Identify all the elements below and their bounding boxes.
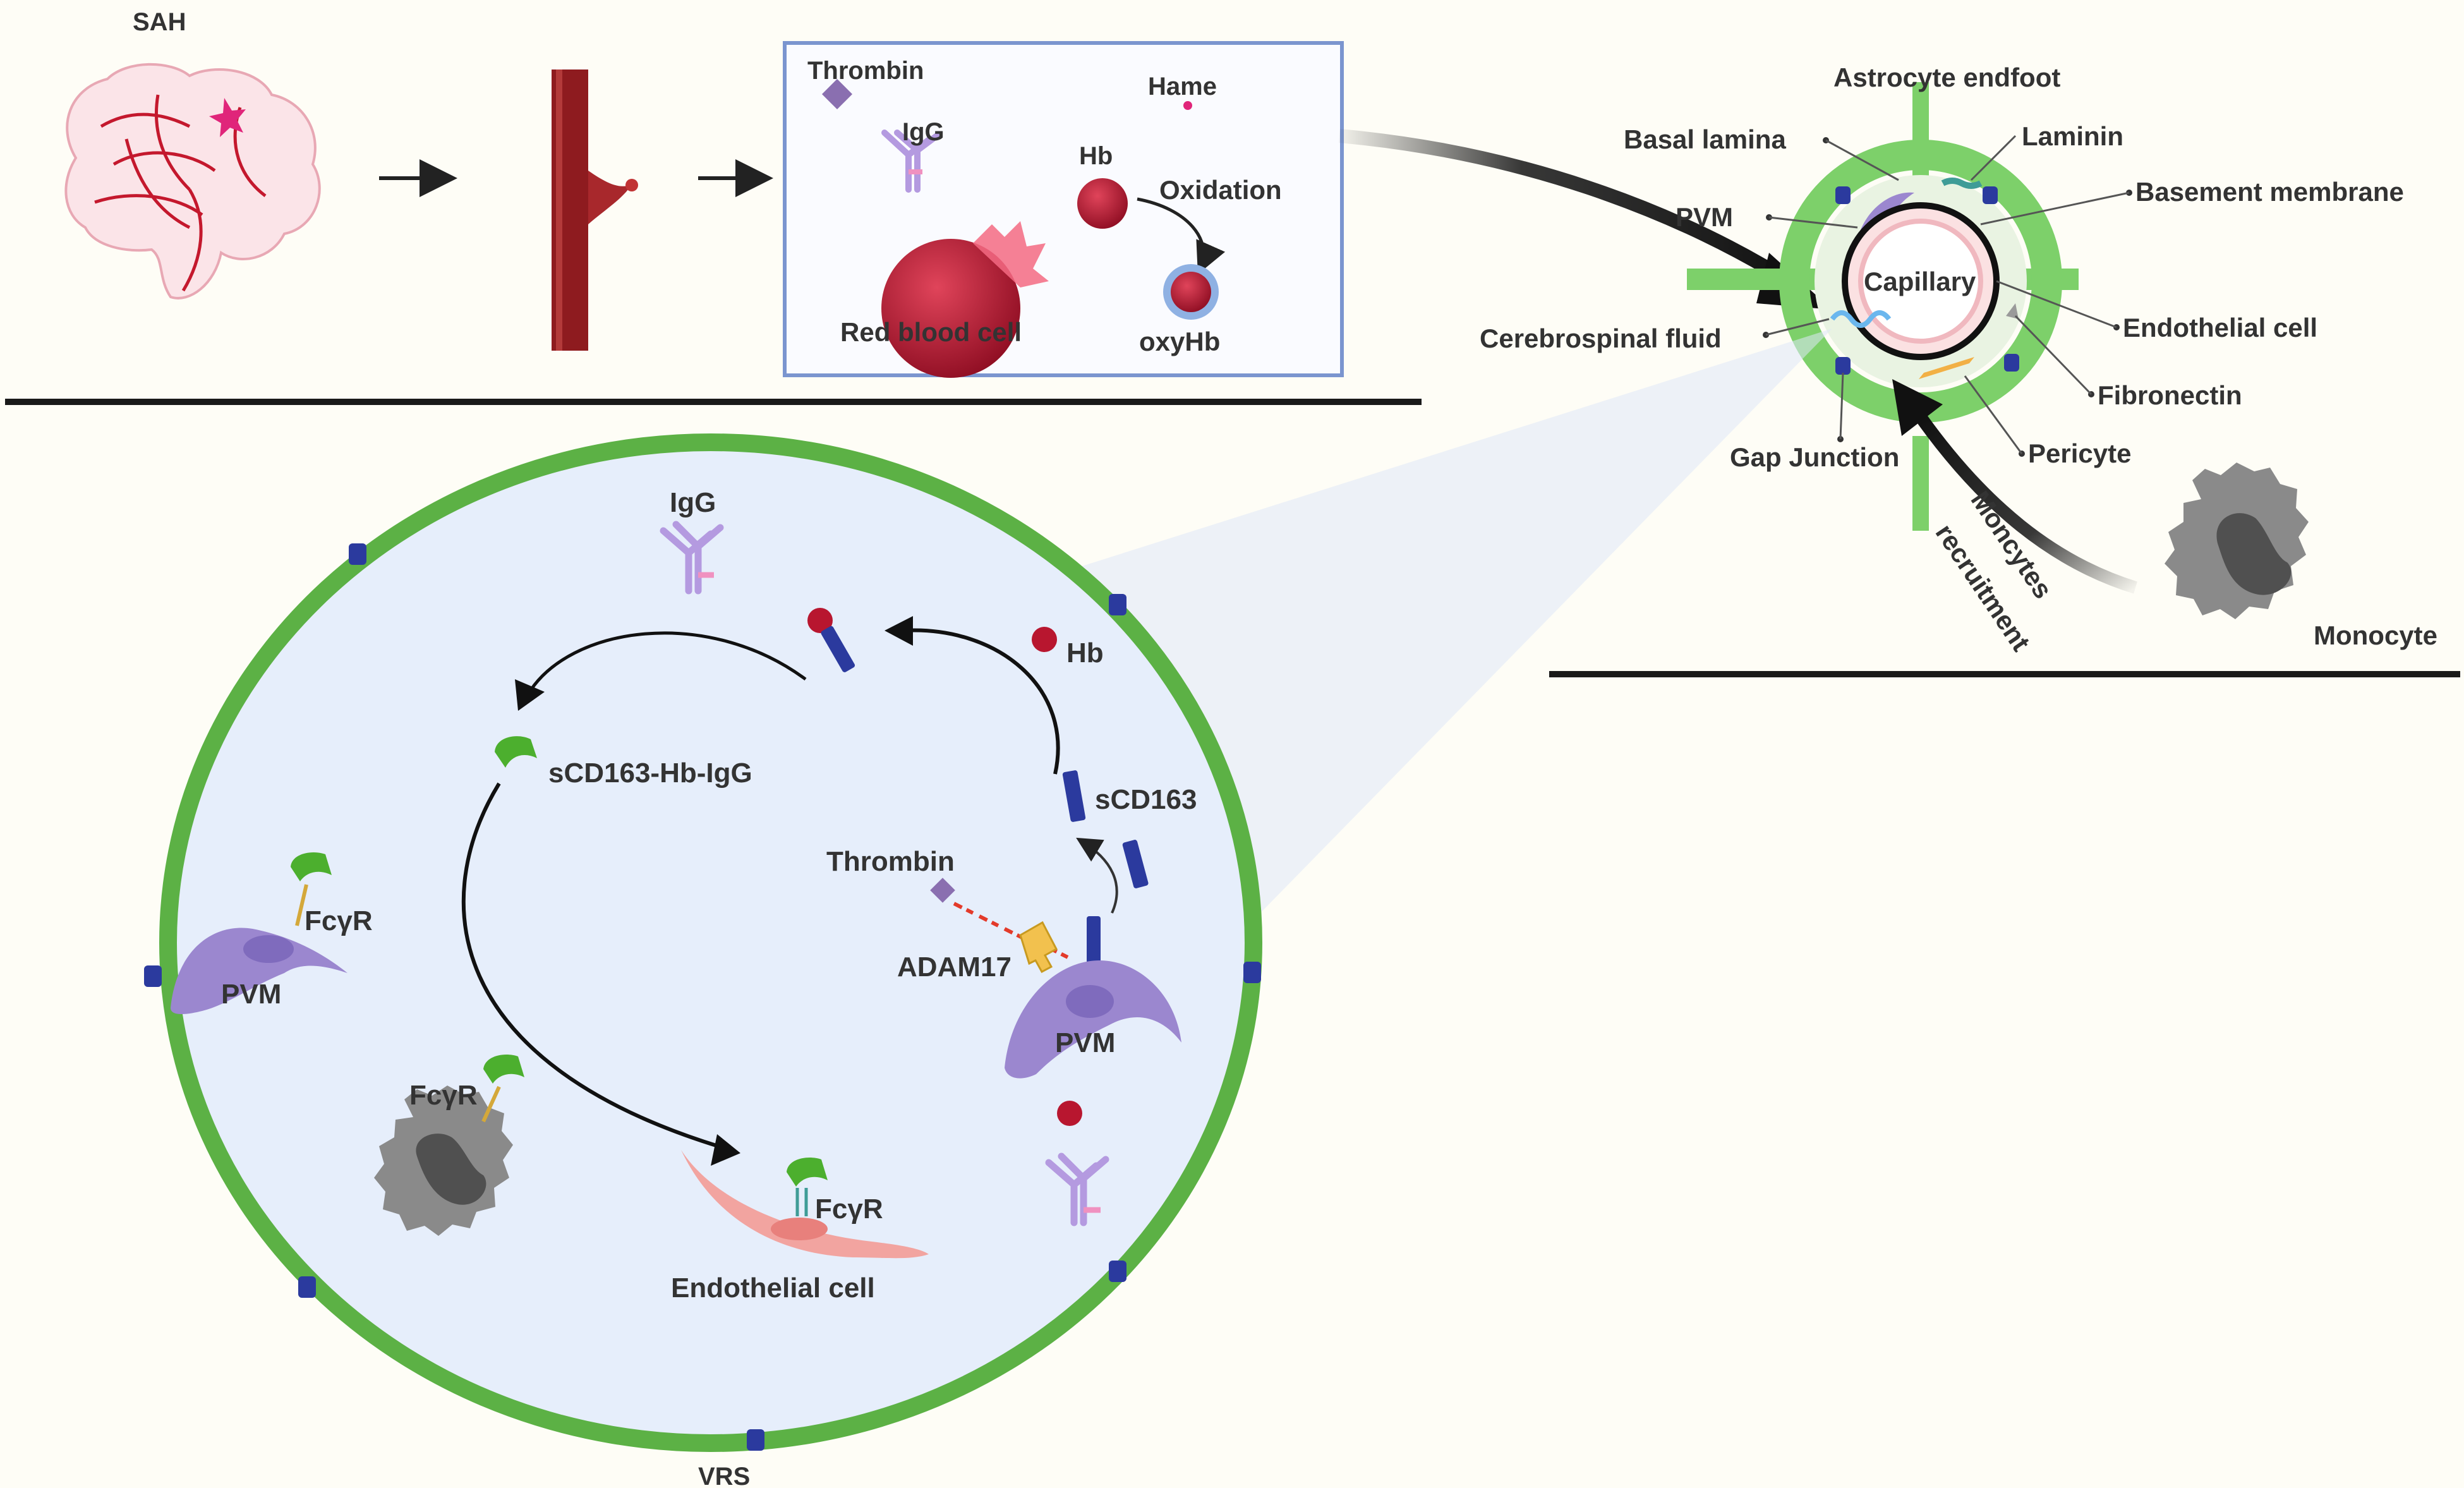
pvm-left-icon [171, 928, 347, 1014]
arrow-complex-formation [526, 631, 807, 696]
vrs-igg-label: IgG [670, 487, 716, 518]
fibronectin-label: Fibronectin [2098, 380, 2242, 410]
vrs-hb-label: Hb [1066, 638, 1104, 668]
gap-junction-label: Gap Junction [1730, 442, 1899, 472]
scd163-hb-icon [807, 608, 855, 672]
vrs-hb-icon [1032, 627, 1057, 652]
vrs-thrombin-icon [930, 878, 955, 903]
igg-label: IgG [902, 118, 945, 146]
csf-label: Cerebrospinal fluid [1480, 324, 1722, 353]
capillary-labels: Astrocyte endfoot Basal lamina Laminin B… [1480, 63, 2404, 472]
oxidation-label: Oxidation [1159, 175, 1282, 205]
vrs-monocyte-icon [374, 1086, 513, 1236]
red-blood-cell-icon [881, 221, 1049, 378]
hame-icon [1183, 101, 1192, 110]
fcgr-endo-label: FcγR [815, 1194, 883, 1225]
fcgr-left-icon [291, 852, 332, 881]
complex-icon [495, 736, 537, 768]
zoom-cone [1074, 329, 1832, 916]
ruptured-vessel-icon [552, 70, 638, 351]
endothelial-cell-label: Endothelial cell [2123, 313, 2317, 342]
igg-icon [881, 130, 941, 193]
vrs-thrombin-label: Thrombin [826, 846, 955, 877]
free-hb-icon [1057, 1101, 1082, 1126]
arrow-hb-binding [903, 628, 1060, 775]
laminin-label: Laminin [2022, 121, 2123, 151]
hb-icon [1077, 178, 1128, 229]
oxyhb-label: oxyHb [1139, 327, 1220, 356]
capillary-label: Capillary [1864, 267, 1976, 296]
divider-right [1549, 671, 2460, 677]
fcgr-left-label: FcγR [305, 905, 373, 936]
vrs-endothelial-icon [681, 1150, 929, 1259]
sah-label: SAH [133, 8, 186, 36]
oxidation-arrow [1137, 197, 1226, 275]
monocyte-icon [2165, 463, 2309, 619]
arrow-to-endothelial [461, 782, 721, 1149]
basal-lamina-label: Basal lamina [1624, 124, 1786, 154]
arrow-to-capillary [1339, 129, 1798, 291]
divider-left [5, 399, 1422, 405]
vrs-igg-icon [660, 521, 724, 595]
pvm-left-label: PVM [221, 979, 281, 1010]
brain-icon [64, 63, 321, 299]
vrs-endothelial-label: Endothelial cell [671, 1273, 875, 1304]
free-igg-icon [1045, 1152, 1109, 1226]
hb-label: Hb [1079, 142, 1113, 170]
monocyte-label: Monocyte [2314, 620, 2437, 650]
adam17-icon [1019, 921, 1058, 974]
fcgr-endo-icon [787, 1158, 828, 1187]
pvm-right-icon [1005, 960, 1181, 1079]
scd163-label: sCD163 [1095, 784, 1197, 815]
pvm-label: PVM [1676, 202, 1733, 232]
fcgr-monocyte-icon [483, 1055, 524, 1084]
pericyte-label: Pericyte [2028, 439, 2131, 468]
blood-products-panel: Thrombin Hame IgG Hb Oxidation oxyHb Red… [783, 41, 1344, 378]
astrocyte-endfoot-label: Astrocyte endfoot [1833, 63, 2060, 92]
adam17-label: ADAM17 [897, 952, 1012, 983]
scd163-icon [1062, 770, 1086, 822]
fcgr-monocyte-label: FcγR [409, 1080, 478, 1111]
scd163-shed-icon [1122, 840, 1149, 888]
pvm-right-label: PVM [1055, 1027, 1115, 1058]
vrs-label: VRS [698, 1463, 750, 1488]
arrow-shedding [1076, 837, 1118, 914]
sah-section: SAH [64, 8, 773, 351]
hame-label: Hame [1148, 73, 1217, 100]
basement-membrane-label: Basement membrane [2135, 177, 2404, 207]
rbc-label: Red blood cell [840, 317, 1022, 347]
monocyte-recruitment-arrow [1915, 413, 2137, 594]
complex-label: sCD163-Hb-IgG [548, 758, 752, 789]
oxyhb-icon [1163, 264, 1219, 320]
thrombin-label: Thrombin [807, 57, 924, 85]
